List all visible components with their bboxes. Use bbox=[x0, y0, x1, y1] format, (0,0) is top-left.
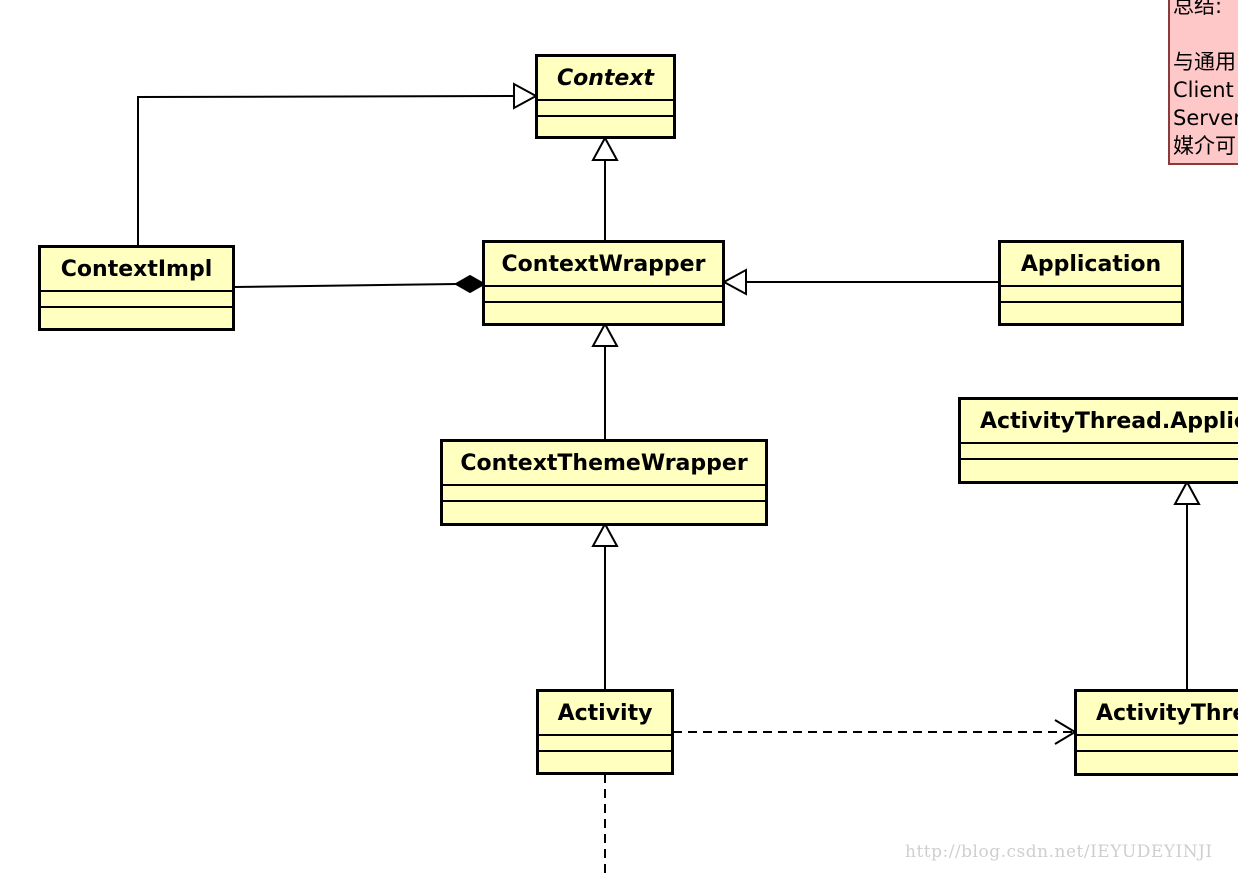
contextimpl-to-context-arrowhead bbox=[513, 82, 539, 110]
class-contextimpl[interactable]: ContextImpl bbox=[38, 245, 235, 331]
class-contextthemewrapper-operations bbox=[443, 502, 765, 583]
class-application-attributes bbox=[1001, 287, 1181, 303]
class-activitythre-name: ActivityThre bbox=[1077, 692, 1238, 736]
themewrapper-to-contextwrapper-arrowhead bbox=[591, 321, 619, 347]
note-line: 总结: bbox=[1173, 0, 1223, 18]
class-contextimpl-name: ContextImpl bbox=[41, 248, 232, 292]
note-line: 与通用 bbox=[1173, 50, 1236, 74]
activity-to-themewrapper-arrowhead bbox=[591, 521, 619, 547]
class-activity-name: Activity bbox=[539, 692, 671, 736]
summary-note: 总结: 与通用 Client Server 媒介可 bbox=[1168, 0, 1238, 165]
class-contextimpl-attributes bbox=[41, 292, 232, 308]
class-contextimpl-operations bbox=[41, 308, 232, 388]
class-activitythre-operations bbox=[1077, 752, 1238, 833]
class-activity-operations bbox=[539, 752, 671, 832]
class-contextthemewrapper-attributes bbox=[443, 486, 765, 502]
class-activity-attributes bbox=[539, 736, 671, 752]
application-to-contextwrapper-arrowhead bbox=[721, 268, 747, 296]
class-application-operations bbox=[1001, 303, 1181, 383]
note-line bbox=[1173, 20, 1238, 48]
contextimpl-to-context-line bbox=[137, 95, 515, 246]
class-activitythread-applic[interactable]: ActivityThread.Applic bbox=[958, 397, 1238, 484]
class-contextthemewrapper[interactable]: ContextThemeWrapper bbox=[440, 439, 768, 526]
note-line: Server bbox=[1173, 106, 1238, 130]
note-line: Client bbox=[1173, 78, 1234, 102]
composition-line bbox=[233, 283, 458, 288]
class-application-name: Application bbox=[1001, 243, 1181, 287]
class-activitythre-attributes bbox=[1077, 736, 1238, 752]
class-application[interactable]: Application bbox=[998, 240, 1184, 326]
class-contextwrapper-attributes bbox=[485, 287, 722, 303]
class-activitythre[interactable]: ActivityThre bbox=[1074, 689, 1238, 776]
class-activitythread-applic-operations bbox=[961, 460, 1238, 541]
class-context[interactable]: Context bbox=[535, 54, 676, 139]
class-context-name: Context bbox=[538, 57, 673, 101]
class-context-attributes bbox=[538, 101, 673, 117]
note-line: 媒介可 bbox=[1173, 134, 1236, 158]
class-contextthemewrapper-name: ContextThemeWrapper bbox=[443, 442, 765, 486]
contextwrapper-to-context-arrowhead bbox=[591, 135, 619, 161]
class-context-operations bbox=[538, 117, 673, 196]
class-contextwrapper-name: ContextWrapper bbox=[485, 243, 722, 287]
activitythre-to-applic-arrowhead bbox=[1173, 479, 1201, 505]
composition-diamond bbox=[453, 274, 487, 294]
class-activitythread-applic-name: ActivityThread.Applic bbox=[961, 400, 1238, 444]
class-activity[interactable]: Activity bbox=[536, 689, 674, 775]
class-activitythread-applic-attributes bbox=[961, 444, 1238, 460]
watermark: http://blog.csdn.net/IEYUDEYINJI bbox=[905, 842, 1213, 862]
class-contextwrapper[interactable]: ContextWrapper bbox=[482, 240, 725, 326]
class-contextwrapper-operations bbox=[485, 303, 722, 383]
